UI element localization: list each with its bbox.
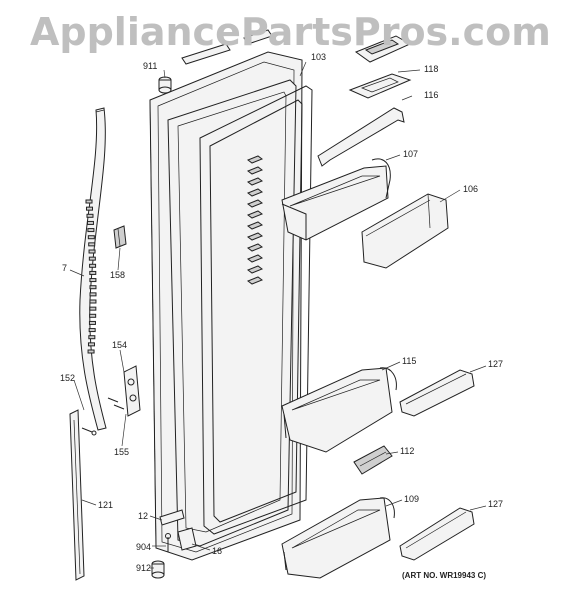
- bin-cover-127-upper: [399, 369, 475, 417]
- label-107: 107: [403, 149, 419, 159]
- liner-rib: [246, 155, 264, 164]
- door-bin-106: [361, 193, 449, 269]
- handle-grip-tooth: [88, 328, 96, 333]
- handle-grip-tooth: [87, 342, 95, 347]
- liner-rib: [246, 199, 264, 208]
- label-912: 912: [136, 563, 152, 573]
- liner-rib: [246, 188, 264, 197]
- handle-grip-tooth: [88, 256, 96, 261]
- label-904: 904: [136, 542, 152, 552]
- handle-grip-tooth: [85, 206, 93, 211]
- label-106: 106: [463, 184, 479, 194]
- label-109: 109: [404, 494, 420, 504]
- liner-ribs: [246, 155, 264, 285]
- leader-lines: [69, 61, 487, 569]
- handle-grip-tooth: [88, 242, 96, 247]
- label-115: 115: [402, 356, 417, 366]
- handle-grip-tooth: [89, 299, 97, 304]
- handle-grip-tooth: [85, 199, 93, 204]
- label-158: 158: [110, 270, 126, 280]
- liner-rib: [246, 210, 264, 219]
- handle-grip-tooth: [89, 285, 97, 290]
- label-118: 118: [424, 64, 439, 74]
- label-116: 116: [424, 90, 439, 100]
- top-trim: [181, 29, 273, 65]
- handle-grip-tooth: [89, 270, 97, 275]
- label-112: 112: [400, 446, 415, 456]
- label-16: 16: [212, 546, 223, 556]
- liner-rib: [246, 243, 264, 252]
- liner-rib: [246, 166, 264, 175]
- label-103: 103: [311, 52, 327, 62]
- top-cover-parts: [317, 35, 412, 167]
- door-bin-107: [281, 158, 391, 241]
- label-155: 155: [114, 447, 130, 457]
- handle-grip-tooth: [87, 228, 95, 233]
- handle-grip-tooth: [88, 320, 96, 325]
- door-handle: [79, 107, 107, 431]
- label-152: 152: [60, 373, 76, 383]
- lower-handle-trim: [69, 409, 97, 581]
- hinge-bracket: [107, 365, 141, 417]
- handle-grip-tooth: [89, 263, 97, 268]
- bottom-hinge-parts: [151, 509, 197, 579]
- liner-rib: [246, 232, 264, 241]
- handle-grip-tooth: [87, 349, 95, 354]
- label-121: 121: [98, 500, 114, 510]
- label-127-upper: 127: [488, 359, 504, 369]
- handle-grip-tooth: [89, 278, 97, 283]
- door-bin-109: [281, 497, 395, 579]
- handle-grip-tooth: [89, 313, 97, 318]
- handle-grip-tooth: [86, 220, 94, 225]
- liner-rib: [246, 221, 264, 230]
- label-911: 911: [143, 61, 158, 71]
- handle-grip-tooth: [89, 292, 97, 297]
- handle-grip-tooth: [89, 306, 97, 311]
- liner-rib: [246, 177, 264, 186]
- liner-rib: [246, 254, 264, 263]
- door-bin-115: [281, 367, 397, 453]
- handle-grip-tooth: [88, 249, 96, 254]
- label-7: 7: [62, 263, 68, 273]
- door-gasket: [199, 85, 313, 535]
- liner-rib: [246, 265, 264, 274]
- liner-rib: [246, 276, 264, 285]
- handle-grip-tooth: [87, 235, 95, 240]
- handle-grip-tooth: [86, 213, 94, 218]
- bin-clip-112: [353, 445, 393, 475]
- door-liner: [167, 79, 297, 547]
- hinge-bushing-911: [158, 76, 172, 94]
- handle-grip-tooth: [88, 335, 96, 340]
- label-127-lower: 127: [488, 499, 504, 509]
- bin-cover-127-lower: [399, 507, 475, 561]
- art-number: (ART NO. WR19943 C): [402, 571, 487, 580]
- label-12: 12: [138, 511, 149, 521]
- clip-158: [113, 225, 127, 249]
- label-154: 154: [112, 340, 128, 350]
